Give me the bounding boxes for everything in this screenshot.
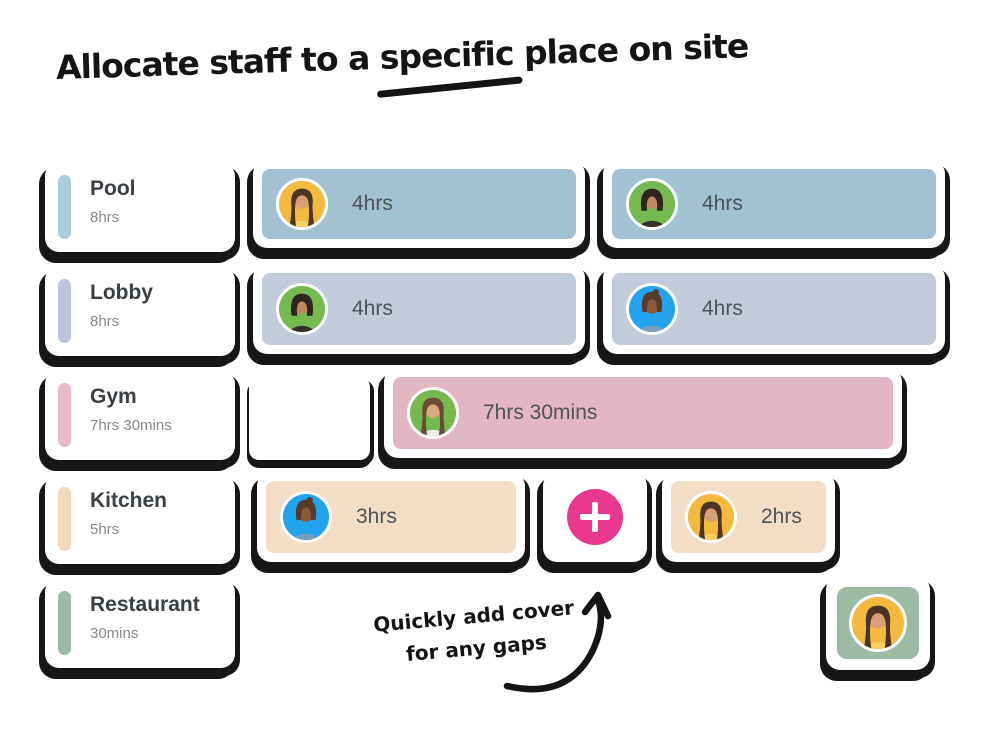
shift-duration: 3hrs: [356, 505, 397, 528]
woman-bob-bangs-icon: [279, 286, 325, 332]
location-card-kitchen[interactable]: Kitchen 5hrs: [45, 474, 235, 564]
woman-headwrap-icon: [283, 494, 329, 540]
title-highlight: specific: [379, 33, 515, 77]
woman-long-dark-hair-icon: [688, 494, 734, 540]
avatar: [626, 178, 678, 230]
location-color-bar: [58, 591, 71, 655]
location-name: Lobby: [90, 281, 153, 304]
location-color-bar: [58, 175, 71, 239]
location-name: Gym: [90, 385, 137, 408]
shift-duration: 7hrs 30mins: [483, 401, 598, 424]
woman-long-brown-hair-icon: [410, 390, 456, 436]
avatar: [849, 594, 907, 652]
location-total-hours: 5hrs: [90, 521, 120, 538]
location-total-hours: 30mins: [90, 625, 139, 642]
location-total-hours: 7hrs 30mins: [90, 417, 172, 434]
location-card-restaurant[interactable]: Restaurant 30mins: [45, 578, 235, 668]
location-card-lobby[interactable]: Lobby 8hrs: [45, 266, 235, 356]
curved-arrow-icon: [503, 591, 612, 693]
page-title: Allocate staff to a specific place on si…: [55, 26, 748, 87]
empty-shift-slot[interactable]: [249, 377, 370, 460]
location-name: Pool: [90, 177, 136, 200]
location-color-bar: [58, 487, 71, 551]
shift-duration: 4hrs: [352, 192, 393, 215]
shift-block-pool-1[interactable]: 4hrs: [253, 160, 585, 248]
location-total-hours: 8hrs: [90, 313, 120, 330]
title-pre: Allocate staff to a: [55, 37, 381, 87]
shift-block-kitchen-2[interactable]: 2hrs: [662, 472, 835, 562]
woman-long-dark-hair-icon: [852, 597, 904, 649]
location-name: Kitchen: [90, 489, 168, 512]
location-card-gym[interactable]: Gym 7hrs 30mins: [45, 370, 235, 460]
woman-long-dark-hair-icon: [279, 181, 325, 227]
shift-duration: 2hrs: [761, 505, 802, 528]
avatar: [626, 283, 678, 335]
plus-icon: [567, 489, 623, 545]
avatar: [685, 491, 737, 543]
shift-duration: 4hrs: [352, 297, 393, 320]
woman-bob-bangs-icon: [629, 181, 675, 227]
avatar: [280, 491, 332, 543]
avatar: [276, 283, 328, 335]
location-name: Restaurant: [90, 593, 200, 616]
shift-duration: 4hrs: [702, 297, 743, 320]
shift-duration: 4hrs: [702, 192, 743, 215]
avatar: [407, 387, 459, 439]
shift-block-kitchen-1[interactable]: 3hrs: [257, 472, 525, 562]
location-card-pool[interactable]: Pool 8hrs: [45, 162, 235, 252]
location-total-hours: 8hrs: [90, 209, 120, 226]
shift-block-pool-2[interactable]: 4hrs: [603, 160, 945, 248]
woman-headwrap-icon: [629, 286, 675, 332]
shift-block-restaurant[interactable]: [826, 576, 930, 670]
title-post: place on site: [512, 26, 749, 73]
add-cover-button[interactable]: [543, 472, 647, 562]
avatar: [276, 178, 328, 230]
shift-block-lobby-2[interactable]: 4hrs: [603, 264, 945, 354]
shift-block-gym-1[interactable]: 7hrs 30mins: [384, 368, 902, 458]
shift-block-lobby-1[interactable]: 4hrs: [253, 264, 585, 354]
location-color-bar: [58, 383, 71, 447]
location-color-bar: [58, 279, 71, 343]
